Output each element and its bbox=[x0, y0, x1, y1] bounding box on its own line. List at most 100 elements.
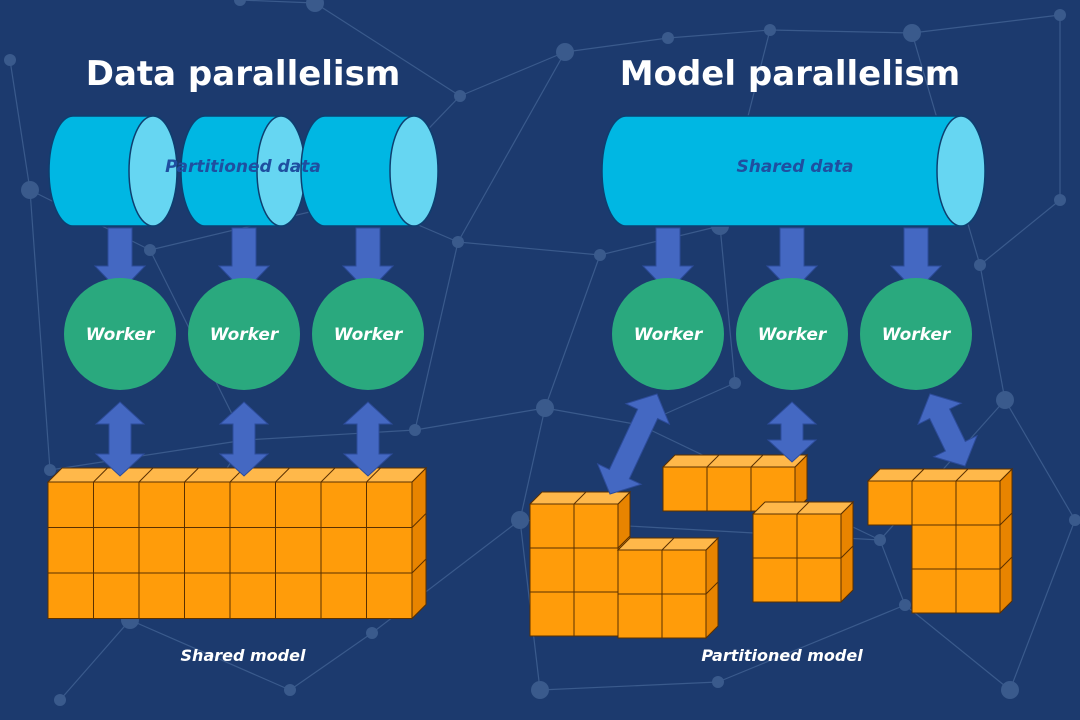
network-node bbox=[452, 236, 464, 248]
network-node bbox=[531, 681, 549, 699]
worker-node bbox=[312, 278, 424, 390]
double-arrow bbox=[94, 401, 146, 477]
cube-cell bbox=[184, 481, 231, 528]
worker-label: Worker bbox=[86, 325, 156, 345]
worker-node bbox=[64, 278, 176, 390]
cube-edge bbox=[93, 467, 108, 483]
double-arrow bbox=[342, 401, 394, 477]
network-node bbox=[712, 676, 724, 688]
network-node bbox=[21, 181, 39, 199]
network-edge bbox=[904, 604, 1011, 691]
cube-block bbox=[616, 536, 720, 640]
network-edge bbox=[911, 14, 1061, 34]
double-arrow bbox=[917, 393, 978, 467]
cube-cell bbox=[184, 527, 231, 574]
cube-edge bbox=[796, 501, 810, 515]
network-edge bbox=[49, 439, 246, 471]
data-to-worker-arrows bbox=[93, 227, 395, 293]
network-node bbox=[409, 424, 421, 436]
cube-cell bbox=[138, 527, 185, 574]
arrow-down bbox=[889, 227, 943, 293]
cube-cell bbox=[47, 527, 94, 574]
double-arrow-shape bbox=[342, 401, 394, 477]
double-arrow bbox=[596, 393, 671, 495]
shared-data-cylinder bbox=[601, 115, 986, 227]
network-edge bbox=[289, 632, 373, 691]
network-node bbox=[903, 24, 921, 42]
cube-cell bbox=[573, 547, 619, 593]
data-parallelism-title: Data parallelism bbox=[86, 54, 401, 94]
network-edge bbox=[457, 51, 566, 243]
cube-cell bbox=[529, 591, 575, 637]
cube-cell bbox=[911, 568, 957, 614]
network-edge bbox=[1009, 519, 1076, 691]
cube-cell bbox=[661, 593, 707, 639]
network-node bbox=[594, 249, 606, 261]
worker-model-arrows bbox=[596, 393, 978, 495]
network-edge bbox=[244, 429, 416, 441]
network-edge bbox=[879, 539, 906, 606]
network-node bbox=[996, 391, 1014, 409]
cube-side-face bbox=[411, 466, 427, 620]
cube-block bbox=[910, 467, 1014, 615]
network-edge bbox=[539, 681, 719, 691]
cube-cell bbox=[955, 524, 1001, 570]
partitioned-model-blocks bbox=[528, 453, 1014, 640]
network-node bbox=[284, 684, 296, 696]
cube-cell bbox=[138, 572, 185, 619]
cube-cell bbox=[661, 549, 707, 595]
worker-label: Worker bbox=[634, 325, 704, 345]
cube-cell bbox=[529, 547, 575, 593]
data-cylinder bbox=[300, 115, 439, 227]
cube-cell bbox=[275, 527, 322, 574]
cube-cell bbox=[229, 572, 276, 619]
cube-edge bbox=[366, 467, 381, 483]
cube-cell bbox=[573, 503, 619, 549]
cube-edge bbox=[706, 454, 720, 468]
cube-edge bbox=[661, 537, 675, 551]
network-edge bbox=[979, 264, 1006, 401]
network-edge bbox=[414, 241, 459, 431]
network-node bbox=[556, 43, 574, 61]
shared-model-label: Shared model bbox=[181, 646, 306, 665]
cube-cell bbox=[366, 527, 413, 574]
network-node bbox=[874, 534, 886, 546]
network-edge bbox=[979, 199, 1061, 266]
network-node bbox=[974, 259, 986, 271]
cube-cell bbox=[320, 481, 367, 528]
cube-edge bbox=[705, 581, 719, 595]
network-edge bbox=[719, 225, 736, 384]
model-parallelism-panel: Model parallelism Shared data Worker Wor… bbox=[528, 54, 1014, 665]
cube-edge bbox=[840, 545, 854, 559]
cube-edge bbox=[999, 556, 1013, 570]
network-edge bbox=[769, 29, 913, 34]
network-node bbox=[306, 0, 324, 12]
cube-cell bbox=[320, 572, 367, 619]
cube-cell bbox=[366, 572, 413, 619]
cube-cell bbox=[573, 591, 619, 637]
network-node bbox=[234, 0, 246, 6]
cube-cell bbox=[184, 572, 231, 619]
worker-label: Worker bbox=[334, 325, 404, 345]
cylinder-cap bbox=[128, 115, 178, 227]
network-node bbox=[4, 54, 16, 66]
network-edge bbox=[519, 407, 546, 521]
cube-cell bbox=[796, 513, 842, 559]
network-node bbox=[1054, 194, 1066, 206]
arrow-down bbox=[341, 227, 395, 293]
double-arrow bbox=[218, 401, 270, 477]
arrow-down bbox=[93, 227, 147, 293]
worker-node bbox=[612, 278, 724, 390]
network-node bbox=[899, 599, 911, 611]
model-parallelism-title: Model parallelism bbox=[620, 54, 960, 94]
cube-top-face bbox=[661, 454, 809, 468]
worker-node bbox=[860, 278, 972, 390]
cube-cell bbox=[320, 527, 367, 574]
double-arrow-shape bbox=[218, 401, 270, 477]
network-node bbox=[536, 399, 554, 417]
cube-edge bbox=[750, 454, 764, 468]
double-arrow-shape bbox=[94, 401, 146, 477]
double-arrow-shape bbox=[917, 393, 978, 467]
cube-edge bbox=[411, 558, 427, 574]
